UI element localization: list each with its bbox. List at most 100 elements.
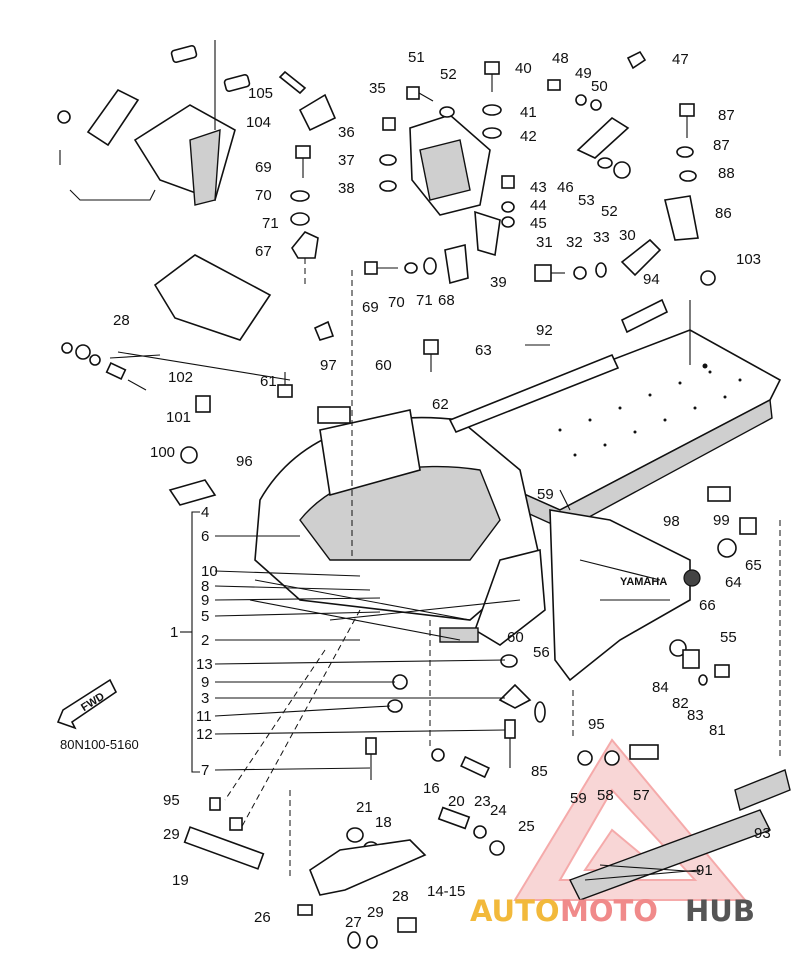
bracket-98	[133, 104, 236, 202]
watermark-moto: MOTO	[560, 894, 658, 928]
callout-74: 83	[687, 707, 704, 724]
callout-71a: 71	[262, 215, 279, 232]
callout-49: 50	[591, 78, 608, 95]
callout-45: 46	[557, 179, 574, 196]
right-side-arm	[549, 509, 691, 682]
callout-46: 47	[672, 51, 689, 68]
callout-77: 86	[715, 205, 732, 222]
cover-28	[153, 254, 272, 341]
plate-99	[86, 88, 140, 147]
callout-89: 100	[150, 444, 175, 461]
main-frame: YAMAHA	[249, 329, 782, 682]
callout-64: 64	[725, 574, 742, 591]
callout-75: 84	[652, 679, 669, 696]
diagram-code: 80N100-5160	[60, 737, 139, 752]
callout-47: 48	[552, 50, 569, 67]
fwd-arrow	[56, 678, 118, 730]
callout-92: 102	[168, 369, 193, 386]
callout-7: 7	[201, 762, 209, 779]
callout-56: 58	[597, 787, 614, 804]
callout-10: 10	[201, 563, 218, 580]
callout-63: 63	[475, 342, 492, 359]
callout-39: 40	[515, 60, 532, 77]
callout-94: 104	[246, 114, 271, 131]
callout-19: 20	[448, 793, 465, 810]
callout-21: 23	[474, 793, 491, 810]
callout-86: 96	[236, 453, 253, 470]
callout-70a: 70	[255, 187, 272, 204]
callout-3: 3	[201, 690, 209, 707]
callout-4: 4	[201, 504, 209, 521]
callout-68: 68	[438, 292, 455, 309]
callout-22: 24	[490, 802, 507, 819]
watermark-hub: HUB	[685, 894, 755, 928]
callout-32: 32	[566, 234, 583, 251]
callout-51: 52	[601, 203, 618, 220]
callout-31: 31	[536, 234, 553, 251]
callout-50: 51	[408, 49, 425, 66]
callout-88: 99	[713, 512, 730, 529]
callout-41: 42	[520, 128, 537, 145]
callout-13: 13	[196, 656, 213, 673]
callout-14-15: 14-15	[427, 883, 465, 900]
callout-73: 82	[672, 695, 689, 712]
callout-26: 28	[392, 888, 409, 905]
callout-33: 33	[593, 229, 610, 246]
callout-57: 59	[570, 790, 587, 807]
callout-91: 101	[166, 409, 191, 426]
callout-82: 92	[536, 322, 553, 339]
callout-87b: 98	[663, 513, 680, 530]
callout-29: 29	[163, 826, 180, 843]
callout-70b: 70	[388, 294, 405, 311]
bracket-14-15	[309, 839, 427, 896]
callout-85: 95	[588, 716, 605, 733]
callout-9a: 9	[201, 592, 209, 609]
watermark-text: AUTO MOTO HUB	[470, 894, 755, 928]
platform-holes	[558, 363, 742, 457]
callout-87a: 97	[320, 357, 337, 374]
callout-54: 56	[533, 644, 550, 661]
callout-27: 29	[367, 904, 384, 921]
callout-8: 8	[201, 578, 209, 595]
callout-90: 95	[163, 792, 180, 809]
callout-30: 30	[619, 227, 636, 244]
callout-1: 1	[170, 624, 178, 641]
callout-53: 55	[720, 629, 737, 646]
callout-43: 44	[530, 197, 547, 214]
callout-66: 66	[699, 597, 716, 614]
callout-83: 93	[754, 825, 771, 842]
callout-58: 60	[507, 629, 524, 646]
callout-5: 5	[201, 608, 209, 625]
callout-48: 49	[575, 65, 592, 82]
callout-2: 2	[201, 632, 209, 649]
callout-72: 81	[709, 722, 726, 739]
callout-84: 94	[643, 271, 660, 288]
callout-38: 39	[490, 274, 507, 291]
callout-11: 11	[196, 708, 212, 725]
callout-69a: 69	[255, 159, 272, 176]
callout-40: 41	[520, 104, 537, 121]
callout-93: 103	[736, 251, 761, 268]
callout-61: 61	[260, 373, 277, 390]
leader-lines	[59, 40, 781, 881]
callout-42: 43	[530, 179, 547, 196]
callout-69b: 69	[362, 299, 379, 316]
side-bracket-58	[474, 548, 546, 646]
callout-80: 88	[718, 165, 735, 182]
strip-84	[620, 298, 669, 334]
upper-parts	[57, 44, 731, 506]
callout-71b: 71	[416, 292, 433, 309]
callout-62: 62	[432, 396, 449, 413]
callout-25: 27	[345, 914, 362, 931]
callout-12: 12	[196, 726, 213, 743]
callout-59: 59	[537, 486, 554, 503]
callout-9b: 9	[201, 674, 209, 691]
callout-20: 21	[356, 799, 373, 816]
callout-55: 57	[633, 787, 650, 804]
callout-52b: 53	[578, 192, 595, 209]
callout-6: 6	[201, 528, 209, 545]
watermark-auto: AUTO	[470, 894, 560, 928]
callout-36: 37	[338, 152, 355, 169]
